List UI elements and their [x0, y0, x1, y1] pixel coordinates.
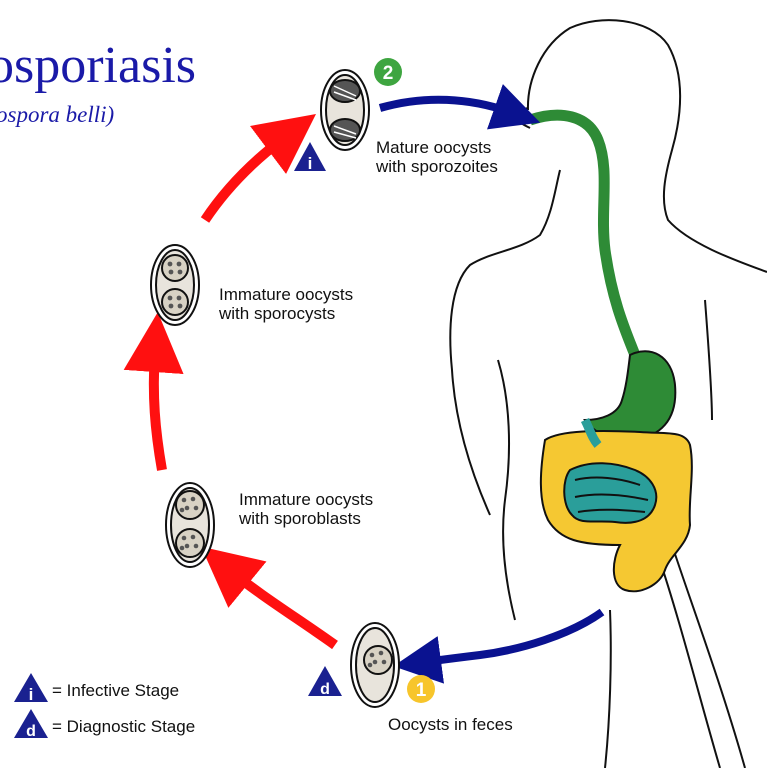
- svg-text:i: i: [308, 154, 313, 173]
- legend-diagnostic-label: = Diagnostic Stage: [52, 717, 195, 737]
- label-immature-sporoblasts: Immature oocysts with sporoblasts: [239, 490, 373, 528]
- stomach: [585, 351, 675, 440]
- svg-text:i: i: [29, 685, 34, 704]
- svg-text:2: 2: [383, 63, 394, 84]
- arrow-ingestion: [380, 100, 510, 112]
- legend-infective-label: = Infective Stage: [52, 681, 179, 701]
- arrow-sporoblasts-to-sporocysts: [154, 352, 162, 470]
- step-2-marker: 2: [374, 58, 402, 86]
- svg-text:1: 1: [416, 680, 427, 701]
- arrow-excretion: [425, 612, 602, 662]
- label-mature-line2: with sporozoites: [376, 157, 498, 176]
- label-sporoblasts-line2: with sporoblasts: [239, 509, 373, 528]
- diagnostic-triangle-marker: d: [308, 666, 342, 698]
- oocyst-mature: [321, 70, 369, 150]
- label-oocysts-in-feces: Oocysts in feces: [388, 715, 513, 734]
- oocyst-sporoblasts: [166, 483, 214, 567]
- step-1-marker: 1: [407, 675, 435, 703]
- esophagus: [530, 115, 635, 355]
- oocyst-feces: [351, 623, 399, 707]
- body-torso-right: [705, 300, 712, 420]
- blue-arrows: [380, 100, 602, 662]
- body-hip-line: [605, 610, 611, 768]
- body-waist: [498, 360, 515, 620]
- body-mouth: [517, 108, 530, 128]
- cycle-arrows-red: [154, 138, 335, 645]
- arrow-feces-to-sporoblasts: [232, 572, 335, 645]
- label-mature-oocysts: Mature oocysts with sporozoites: [376, 138, 498, 176]
- label-mature-line1: Mature oocysts: [376, 138, 498, 157]
- body-left-contour: [528, 20, 767, 272]
- svg-text:d: d: [320, 681, 330, 698]
- legend-infective-triangle: i: [14, 673, 48, 704]
- oocyst-sporocysts: [151, 245, 199, 325]
- infective-triangle-marker: i: [294, 142, 326, 173]
- label-immature-sporocysts: Immature oocysts with sporocysts: [219, 285, 353, 323]
- label-sporocysts-line2: with sporocysts: [219, 304, 353, 323]
- label-feces-line1: Oocysts in feces: [388, 715, 513, 734]
- page-title: osporiasis: [0, 40, 196, 92]
- legend-diagnostic-triangle: d: [14, 709, 48, 740]
- body-leg-line-1: [672, 545, 745, 768]
- svg-text:d: d: [26, 723, 36, 740]
- label-sporoblasts-line1: Immature oocysts: [239, 490, 373, 509]
- digestive-tract: [530, 115, 692, 591]
- label-sporocysts-line1: Immature oocysts: [219, 285, 353, 304]
- page-subtitle: ospora belli): [0, 102, 114, 128]
- arrow-sporocysts-to-mature: [205, 138, 284, 220]
